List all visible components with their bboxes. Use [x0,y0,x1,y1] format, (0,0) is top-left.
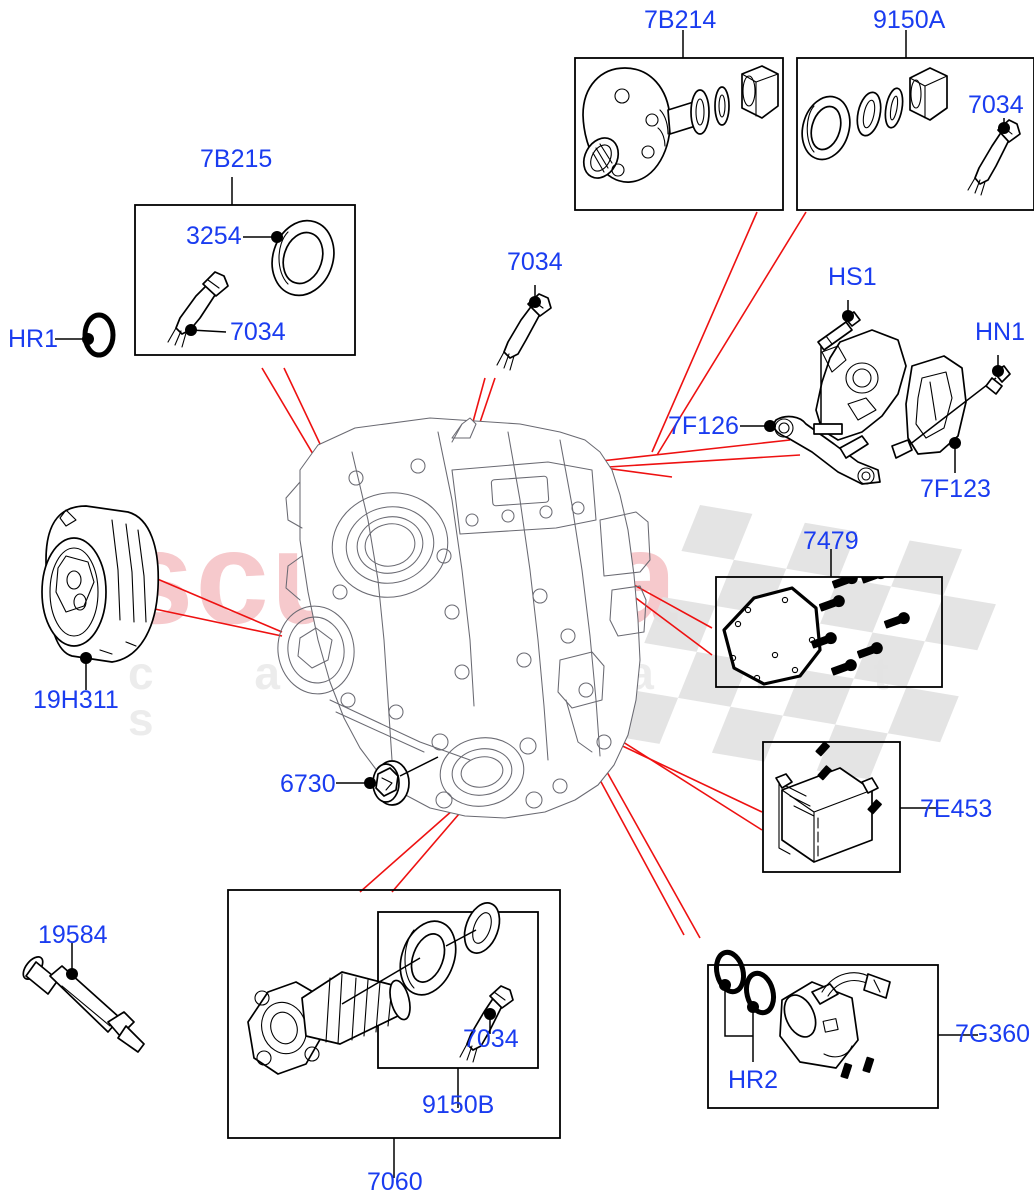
transfer-case-housing [277,417,651,819]
label-7479[interactable]: 7479 [803,527,859,555]
part-box-7B214 [574,30,784,211]
part-7034-sensor-case [496,285,552,371]
label-7034-9150A[interactable]: 7034 [968,91,1024,119]
label-HR1[interactable]: HR1 [8,325,59,353]
part-6730-plug [336,756,439,806]
label-3254[interactable]: 3254 [186,222,242,250]
part-7F126-bracket [773,415,881,485]
label-7B214[interactable]: 7B214 [644,6,717,34]
part-box-7479 [715,549,943,688]
part-box-7G360 [707,949,978,1109]
part-box-7E453 [762,741,938,873]
label-7F126[interactable]: 7F126 [668,412,739,440]
part-9150B-seals [341,902,501,1005]
part-group-mount-brackets [740,300,1011,485]
label-HN1[interactable]: HN1 [975,318,1026,346]
label-19H311[interactable]: 19H311 [33,686,119,714]
part-box-7060 [227,889,561,1178]
label-7034-box1[interactable]: 7034 [230,318,286,346]
part-9150A-seal [801,67,948,161]
label-19584[interactable]: 19584 [38,921,108,949]
part-7034-sensor-9150A [967,119,1021,196]
part-3254-oil-seal [271,219,335,297]
label-7G360[interactable]: 7G360 [955,1020,1031,1048]
label-HR2[interactable]: HR2 [728,1066,779,1094]
part-HR2-orings [713,949,777,1062]
part-19584-applicator [22,942,145,1053]
part-box-7B215 [134,177,356,356]
label-7B215[interactable]: 7B215 [200,145,273,173]
part-7E453-module [775,767,879,863]
part-7G360-motor [779,972,891,1069]
part-HR1-oring [55,312,116,358]
label-7060[interactable]: 7060 [367,1168,423,1196]
label-9150A[interactable]: 9150A [873,6,946,34]
label-7034-case[interactable]: 7034 [507,248,563,276]
part-7060-flange [247,971,411,1075]
label-7F123[interactable]: 7F123 [920,475,991,503]
part-center-mount [815,329,907,441]
part-7034-sensor-box1 [167,271,229,348]
label-7E453[interactable]: 7E453 [920,795,993,823]
part-7F123-bracket [905,355,967,455]
label-9150B[interactable]: 9150B [422,1091,495,1119]
part-7B214-flange [582,65,779,183]
part-box-9150A [796,30,1034,211]
part-19H311-pump-cover [41,505,160,690]
label-7034-9150B[interactable]: 7034 [463,1025,519,1053]
label-6730[interactable]: 6730 [280,770,336,798]
part-7034-sensor-9150B [459,985,514,1063]
label-HS1[interactable]: HS1 [828,263,877,291]
